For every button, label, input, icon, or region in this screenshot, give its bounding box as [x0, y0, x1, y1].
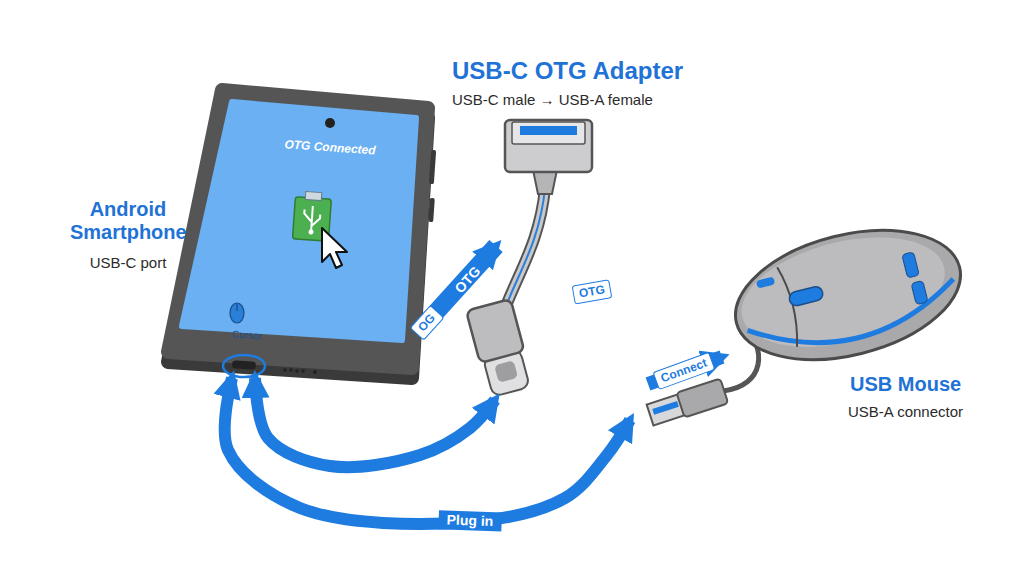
smartphone	[168, 90, 436, 378]
node-heading: USB-C OTG Adapter	[452, 57, 683, 85]
node-heading: USB Mouse	[850, 373, 961, 396]
mouse-node: USB MouseUSB-A connector	[630, 245, 975, 440]
node-subtitle: USB-A connector	[848, 403, 963, 420]
cable-tag: OTG	[572, 279, 613, 304]
usb-mouse	[646, 209, 974, 427]
edge-label: Plug in	[438, 510, 501, 532]
screen-caption: Cursor	[232, 328, 263, 341]
connector-arrow	[255, 378, 495, 467]
node-heading: Android Smartphone	[70, 198, 186, 244]
node-subtitle: USB-C male → USB-A female	[452, 91, 653, 108]
connector-arrow	[225, 378, 630, 524]
adapter-node: USB-C OTG AdapterUSB-C male → USB-A fema…	[440, 55, 740, 400]
node-subtitle: USB-C port	[70, 254, 186, 271]
